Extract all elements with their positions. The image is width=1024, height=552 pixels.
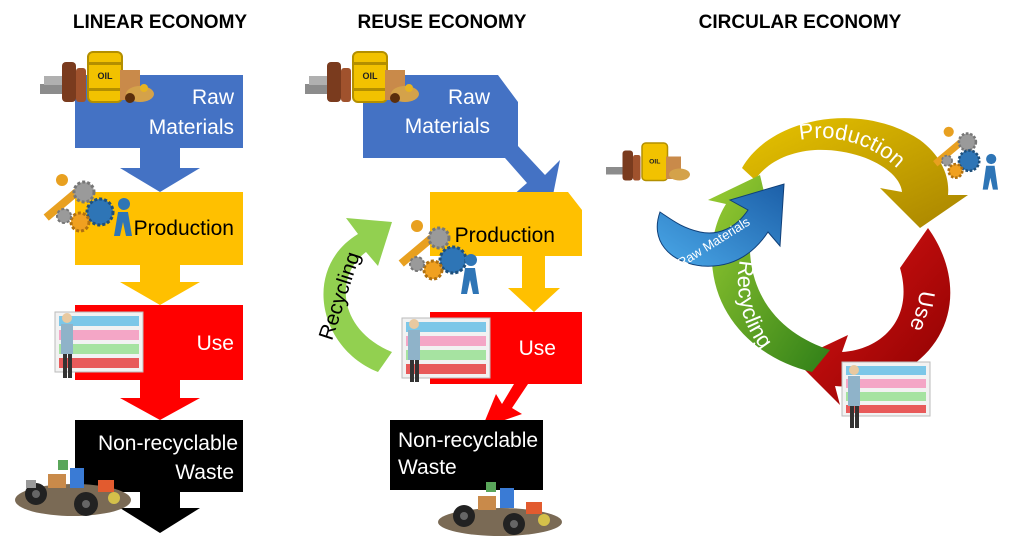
linear-waste-label-2: Waste bbox=[175, 461, 234, 484]
reuse-flow: Raw Materials Production Use Non-recycla… bbox=[315, 75, 582, 490]
reuse-production-label: Production bbox=[455, 224, 555, 247]
production-gears-icon bbox=[933, 126, 998, 190]
linear-raw-label-1: Raw bbox=[192, 86, 235, 109]
oil-barrel-label: OIL bbox=[363, 71, 379, 81]
linear-raw-label-2: Materials bbox=[149, 116, 234, 139]
linear-waste-block bbox=[75, 420, 243, 533]
store-shelf-icon bbox=[841, 361, 931, 428]
reuse-production-block bbox=[430, 192, 582, 312]
reuse-raw-label-2: Materials bbox=[405, 115, 490, 138]
raw-materials-icon: OIL bbox=[606, 142, 690, 182]
linear-waste-label-1: Non-recyclable bbox=[98, 432, 238, 455]
waste-pile-icon bbox=[15, 460, 131, 516]
title-circular: CIRCULAR ECONOMY bbox=[699, 12, 902, 33]
circular-use-arrow bbox=[795, 228, 951, 405]
store-shelf-icon bbox=[54, 311, 144, 378]
linear-raw-block bbox=[75, 75, 243, 192]
title-reuse: REUSE ECONOMY bbox=[358, 12, 527, 33]
raw-materials-icon: OIL bbox=[40, 51, 154, 103]
oil-barrel-label: OIL bbox=[649, 158, 660, 165]
store-shelf-icon bbox=[401, 317, 491, 382]
oil-barrel-label: OIL bbox=[98, 71, 114, 81]
production-gears-icon bbox=[398, 220, 479, 294]
reuse-use-label: Use bbox=[519, 337, 556, 360]
linear-production-label: Production bbox=[134, 217, 234, 240]
linear-flow: Raw Materials Production Use Non-recycla… bbox=[75, 75, 243, 533]
reuse-waste-label-2: Waste bbox=[398, 456, 457, 479]
title-linear: LINEAR ECONOMY bbox=[73, 12, 248, 33]
reuse-recycling-arrow bbox=[323, 218, 392, 372]
linear-use-label: Use bbox=[197, 332, 234, 355]
reuse-waste-label-1: Non-recyclable bbox=[398, 429, 538, 452]
reuse-raw-block bbox=[363, 75, 560, 200]
circular-production-arrow bbox=[742, 118, 968, 228]
circular-recycling-label: Recycling bbox=[733, 259, 778, 353]
circular-raw-arrow bbox=[656, 183, 785, 267]
production-gears-icon bbox=[43, 174, 132, 236]
waste-pile-icon bbox=[438, 482, 562, 536]
raw-materials-icon: OIL bbox=[305, 51, 419, 103]
circular-flow: Production Use Recycling Raw Materials bbox=[656, 118, 968, 405]
reuse-raw-label-1: Raw bbox=[448, 86, 491, 109]
reuse-waste-block bbox=[390, 420, 543, 490]
